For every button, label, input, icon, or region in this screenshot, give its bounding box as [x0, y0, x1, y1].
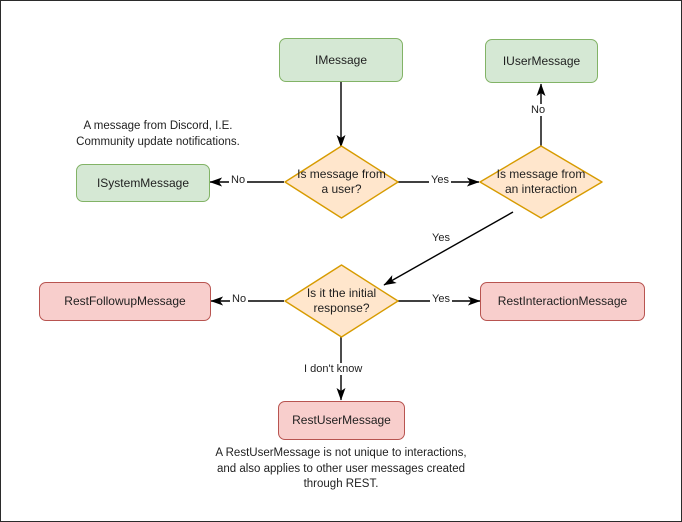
node-isystemmessage[interactable]: ISystemMessage	[76, 164, 210, 202]
edge-label-yes-q-initial-response: Yes	[430, 232, 452, 244]
note-system-message: A message from Discord, I.E. Community u…	[43, 119, 273, 150]
edge-label-yes-q-from-interaction: Yes	[429, 174, 451, 186]
node-q-from-user-label: Is message from a user?	[287, 167, 397, 197]
edge-label-yes-restinteractionmessage: Yes	[430, 293, 452, 305]
note-rest-user-message: A RestUserMessage is not unique to inter…	[191, 446, 491, 493]
diamond-shape-q-from-user	[284, 145, 399, 219]
node-restinteractionmessage[interactable]: RestInteractionMessage	[480, 282, 645, 321]
note-system-message-line2: Community update notifications.	[76, 135, 240, 148]
node-restusermessage[interactable]: RestUserMessage	[278, 401, 405, 440]
node-q-initial-response-label: Is it the initial response?	[287, 286, 397, 316]
node-imessage[interactable]: IMessage	[279, 38, 403, 82]
node-q-from-interaction-label-line1: Is message from	[496, 167, 586, 181]
node-q-from-user[interactable]: Is message from a user?	[284, 145, 399, 219]
note-rest-user-message-line1: A RestUserMessage is not unique to inter…	[215, 447, 467, 459]
node-restfollowupmessage[interactable]: RestFollowupMessage	[39, 282, 211, 321]
edge-label-no-iusermessage: No	[529, 104, 548, 116]
edge-q-from-interaction-to-q-initial-response	[383, 211, 514, 286]
note-system-message-line1: A message from Discord, I.E.	[83, 120, 233, 132]
node-q-from-interaction-label-line2: an interaction	[504, 182, 578, 196]
node-restinteractionmessage-label: RestInteractionMessage	[497, 294, 628, 308]
diamond-shape-q-from-interaction	[479, 145, 603, 219]
note-rest-user-message-line2: and also applies to other user messages …	[216, 462, 466, 475]
node-q-from-interaction[interactable]: Is message from an interaction	[479, 145, 603, 219]
node-q-initial-response[interactable]: Is it the initial response?	[284, 264, 399, 338]
node-q-initial-response-label-line1: Is it the initial	[306, 286, 377, 300]
node-q-from-user-label-line2: a user?	[321, 182, 362, 196]
edge-label-no-restfollowupmessage: No	[230, 293, 249, 305]
node-q-from-interaction-label: Is message from an interaction	[483, 167, 599, 197]
node-isystemmessage-label: ISystemMessage	[96, 175, 190, 190]
node-restfollowupmessage-label: RestFollowupMessage	[64, 294, 186, 308]
node-restusermessage-label: RestUserMessage	[292, 413, 391, 427]
node-imessage-label: IMessage	[314, 52, 368, 67]
node-q-initial-response-label-line2: response?	[313, 301, 370, 315]
edge-label-i-dont-know-restusermessage: I don't know	[302, 363, 365, 375]
node-iusermessage-label: IUserMessage	[502, 53, 581, 68]
edge-label-no-isystemmessage: No	[229, 174, 248, 186]
node-iusermessage[interactable]: IUserMessage	[485, 39, 598, 83]
node-q-from-user-label-line1: Is message from	[297, 167, 386, 181]
note-rest-user-message-line3: through REST.	[303, 478, 379, 491]
